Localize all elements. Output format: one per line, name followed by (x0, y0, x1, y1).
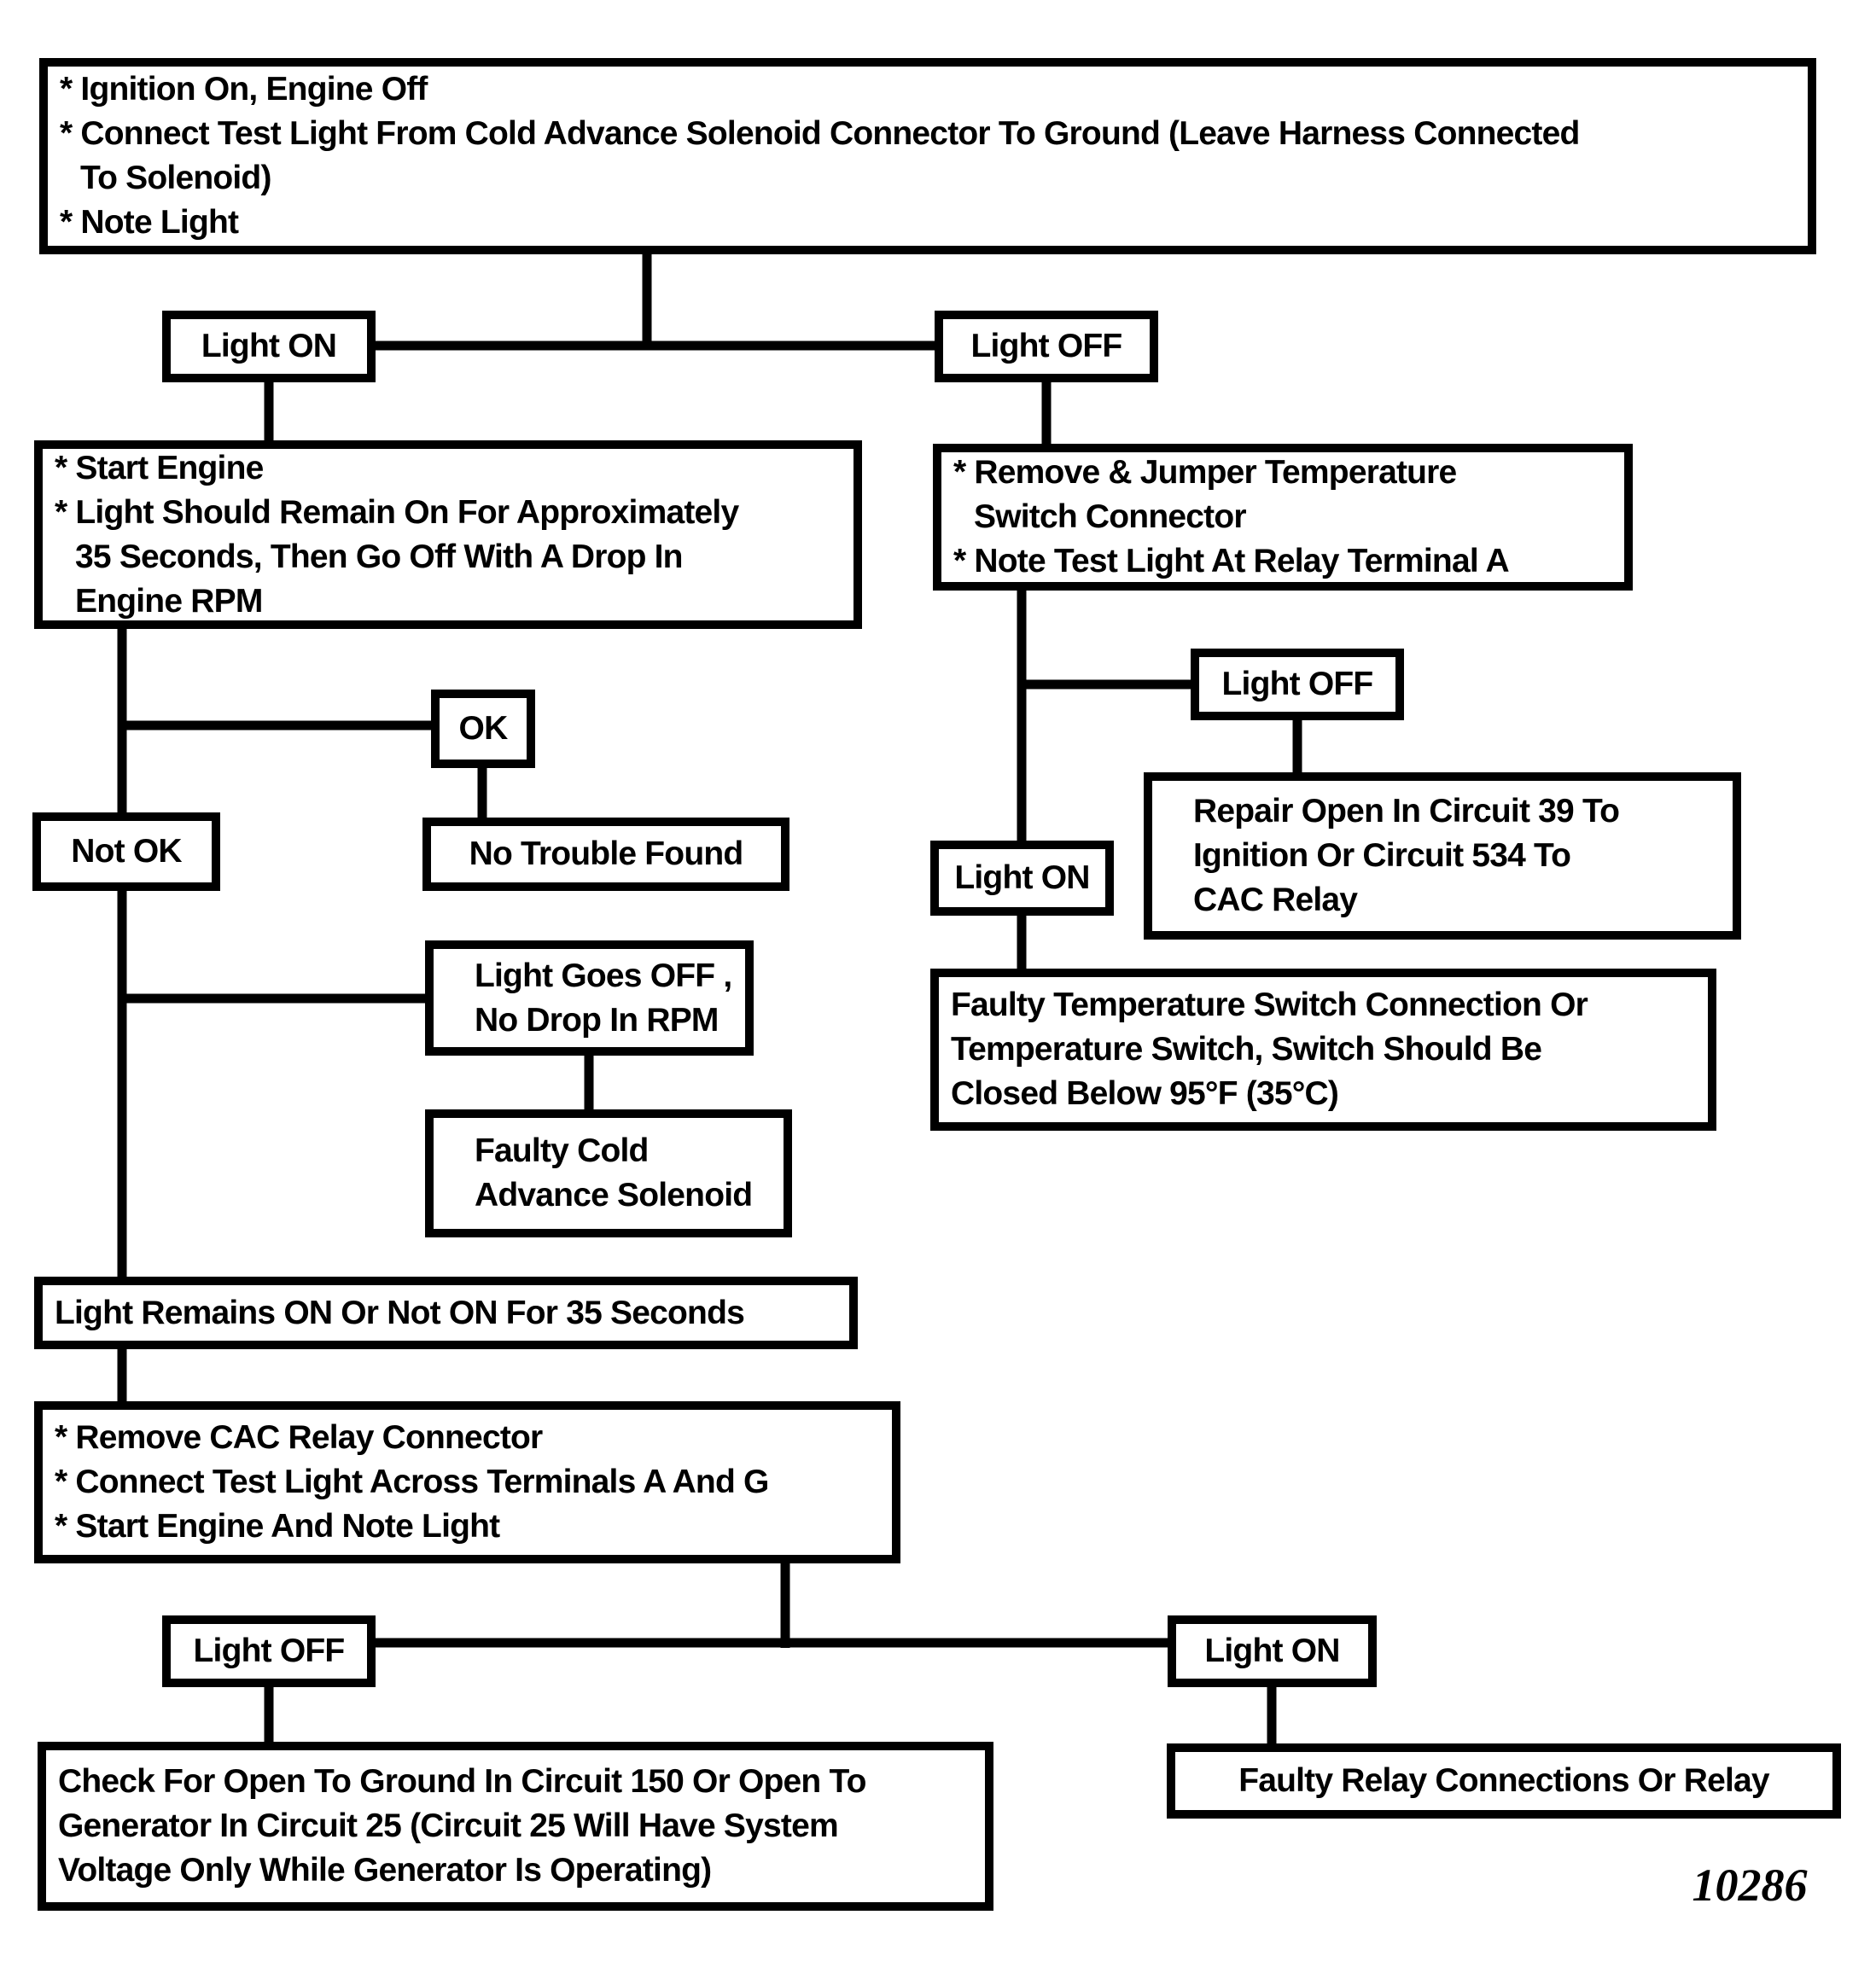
node-label: Not OK (71, 833, 182, 870)
node-label: Light ON (201, 328, 337, 364)
text-line: To Solenoid) (80, 160, 271, 196)
text-line: * Ignition On, Engine Off (60, 71, 428, 108)
text-line: CAC Relay (1193, 882, 1358, 918)
node-not-ok: Not OK (32, 812, 220, 891)
text-line: Temperature Switch, Switch Should Be (951, 1031, 1542, 1068)
node-remove-cac-relay: * Remove CAC Relay Connector * Connect T… (34, 1401, 900, 1563)
text-line: Repair Open In Circuit 39 To (1193, 793, 1620, 829)
node-light-off-1: Light OFF (935, 311, 1158, 382)
text-line: Faulty Temperature Switch Connection Or (951, 987, 1588, 1023)
node-start-engine: * Start Engine * Light Should Remain On … (34, 440, 862, 629)
node-ok: OK (431, 690, 535, 768)
text-line: Voltage Only While Generator Is Operatin… (58, 1852, 712, 1889)
text-line: Faulty Cold (475, 1132, 649, 1169)
text-line: * Connect Test Light Across Terminals A … (55, 1464, 769, 1500)
figure-number: 10286 (1692, 1860, 1808, 1911)
node-repair-open-circuit: Repair Open In Circuit 39 To Ignition Or… (1144, 772, 1741, 940)
text-line: 35 Seconds, Then Go Off With A Drop In (75, 538, 684, 575)
node-label: Light OFF (193, 1633, 346, 1669)
node-light-goes-off: Light Goes OFF , No Drop In RPM (425, 940, 754, 1056)
node-label: OK (458, 710, 509, 747)
text-line: * Note Light (60, 204, 239, 241)
node-light-on-right: Light ON (930, 841, 1114, 916)
node-label: Light Remains ON Or Not ON For 35 Second… (55, 1294, 745, 1331)
text-line: Check For Open To Ground In Circuit 150 … (58, 1763, 866, 1800)
text-line: * Start Engine (55, 449, 264, 486)
text-line: Advance Solenoid (475, 1177, 753, 1214)
node-instructions-start: * Ignition On, Engine Off * Connect Test… (39, 58, 1816, 254)
node-light-remains: Light Remains ON Or Not ON For 35 Second… (34, 1277, 858, 1349)
node-label: Faulty Relay Connections Or Relay (1238, 1762, 1769, 1799)
node-check-open-ground: Check For Open To Ground In Circuit 150 … (38, 1742, 993, 1911)
text-line: * Remove & Jumper Temperature (953, 454, 1457, 491)
node-no-trouble-found: No Trouble Found (422, 818, 789, 891)
text-line: Ignition Or Circuit 534 To (1193, 837, 1571, 874)
node-light-off-right: Light OFF (1191, 649, 1404, 720)
node-label: Light ON (954, 859, 1090, 896)
text-line: * Connect Test Light From Cold Advance S… (60, 115, 1580, 152)
node-label: Light ON (1204, 1633, 1340, 1669)
node-label: Light OFF (1221, 666, 1374, 702)
text-line: Switch Connector (974, 498, 1247, 535)
text-line: * Remove CAC Relay Connector (55, 1419, 543, 1456)
text-line: Closed Below 95°F (35°C) (951, 1075, 1339, 1112)
node-light-off-bottom-left: Light OFF (162, 1615, 376, 1687)
text-line: * Light Should Remain On For Approximate… (55, 493, 739, 531)
text-line: Engine RPM (75, 582, 263, 620)
node-light-on-bottom-right: Light ON (1168, 1615, 1377, 1687)
text-line: * Note Test Light At Relay Terminal A (953, 543, 1510, 579)
node-light-on-1: Light ON (162, 311, 376, 382)
text-line: Light Goes OFF , (475, 957, 732, 994)
node-faulty-cold-advance: Faulty Cold Advance Solenoid (425, 1109, 792, 1237)
node-remove-jumper-temp: * Remove & Jumper Temperature Switch Con… (933, 444, 1633, 591)
text-line: No Drop In RPM (475, 1001, 719, 1039)
text-line: Generator In Circuit 25 (Circuit 25 Will… (58, 1807, 839, 1844)
node-faulty-temp-switch: Faulty Temperature Switch Connection Or … (930, 969, 1716, 1131)
node-label: Light OFF (970, 328, 1123, 364)
text-line: * Start Engine And Note Light (55, 1508, 500, 1545)
node-label: No Trouble Found (469, 835, 744, 872)
node-faulty-relay: Faulty Relay Connections Or Relay (1167, 1743, 1841, 1819)
